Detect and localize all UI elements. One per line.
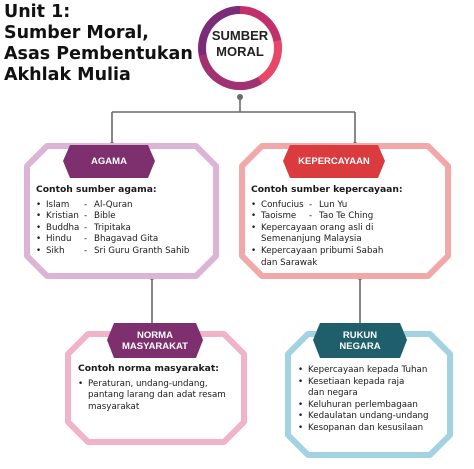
agama-box-border bbox=[24, 143, 219, 279]
list-item-text: Kesetiaan kepada raja dan negara bbox=[308, 376, 405, 399]
hub-label: SUMBER MORAL bbox=[207, 28, 273, 60]
bullet: • bbox=[36, 234, 42, 245]
kepercayaan-heading: Contoh sumber kepercayaan: bbox=[251, 184, 403, 195]
norma-content: Contoh norma masyarakat: • Peraturan, und… bbox=[78, 363, 238, 413]
bullet: • bbox=[251, 211, 257, 222]
kepercayaan-row: • Confucius-Lun Yu bbox=[251, 200, 441, 212]
list-item-text: Kepercayaan orang asli di Semenanjung Ma… bbox=[261, 222, 374, 245]
hub-circle bbox=[198, 6, 282, 91]
belief-name: Taoisme bbox=[261, 211, 297, 222]
kepercayaan-content: Contoh sumber kepercayaan: • Confucius-Lu… bbox=[251, 184, 441, 269]
religion-name: Buddha bbox=[46, 222, 80, 233]
unit-title-line1: Unit 1: bbox=[4, 2, 71, 22]
bullet: • bbox=[36, 211, 42, 222]
bullet: • bbox=[251, 222, 257, 233]
agama-heading: Contoh sumber agama: bbox=[36, 184, 157, 195]
list-item-text: Kepercayaan kepada Tuhan bbox=[308, 365, 428, 375]
religion-name: Islam bbox=[46, 199, 70, 210]
religion-name: Sikh bbox=[46, 245, 65, 256]
agama-tab-label: AGAMA bbox=[91, 156, 127, 167]
dash: - bbox=[84, 245, 88, 256]
norma-tab bbox=[107, 323, 203, 358]
dash: - bbox=[84, 211, 88, 222]
agama-content: Contoh sumber agama: •Islam-Al-Quran •Kr… bbox=[36, 184, 214, 258]
religion-name: Hindu bbox=[46, 234, 72, 245]
bullet: • bbox=[36, 222, 42, 233]
unit-title: Unit 1: Sumber Moral, Asas Pembentukan A… bbox=[4, 2, 193, 86]
hub-label-line1: SUMBER bbox=[211, 28, 269, 43]
kepercayaan-tab bbox=[283, 145, 385, 178]
bullet: • bbox=[251, 199, 257, 210]
list-item: • Kedaulatan undang-undang bbox=[298, 411, 438, 423]
religion-source: Al-Quran bbox=[94, 199, 133, 210]
kepercayaan-box-border bbox=[239, 143, 451, 279]
bullet: • bbox=[36, 245, 42, 256]
list-item: • Kepercayaan pribumi Sabah dan Sarawak bbox=[251, 246, 401, 269]
hub-label-line2: MORAL bbox=[216, 44, 264, 59]
list-item: • Keluhuran perlembagaan bbox=[298, 400, 438, 412]
norma-tab-label-line2: MASYARAKAT bbox=[122, 340, 188, 352]
list-item-text: Kesopanan dan kesusilaan bbox=[308, 422, 424, 433]
bullet: • bbox=[36, 199, 42, 210]
unit-title-line2: Sumber Moral, bbox=[4, 23, 149, 43]
dash: - bbox=[84, 199, 88, 210]
rukun-content: • Kepercayaan kepada Tuhan • Kesetiaan kep… bbox=[298, 365, 448, 435]
rukun-box-border bbox=[285, 331, 453, 458]
connector-lines bbox=[111, 96, 361, 330]
unit-title-line3: Asas Pembentukan bbox=[4, 44, 193, 64]
agama-row: • Sikh -Sri Guru Granth Sahib bbox=[36, 246, 214, 258]
norma-box-border bbox=[65, 331, 247, 445]
rukun-tab bbox=[313, 323, 407, 358]
bullet: • bbox=[251, 245, 257, 256]
list-item: • Peraturan, undang-undang, pantang laran… bbox=[78, 379, 226, 414]
list-item: • Kesopanan dan kesusilaan bbox=[298, 423, 438, 435]
religion-source: Tripitaka bbox=[94, 222, 131, 233]
bullet: • bbox=[298, 376, 304, 387]
bullet: • bbox=[78, 378, 84, 389]
religion-name: Kristian bbox=[46, 211, 79, 222]
religion-source: Bible bbox=[94, 211, 116, 222]
kepercayaan-row: • Taoisme -Tao Te Ching bbox=[251, 211, 441, 223]
religion-source: Bhagavad Gita bbox=[94, 234, 159, 245]
belief-source: Tao Te Ching bbox=[319, 211, 374, 222]
norma-tab-label-line1: NORMA bbox=[137, 329, 173, 341]
bullet: • bbox=[298, 399, 304, 410]
list-item: • Kepercayaan kepada Tuhan bbox=[298, 365, 438, 377]
agama-row: • Islam -Al-Quran bbox=[36, 200, 214, 212]
list-item: • Kepercayaan orang asli di Semenanjung M… bbox=[251, 223, 401, 246]
list-item-text: Peraturan, undang-undang, pantang larang… bbox=[88, 378, 226, 412]
norma-heading: Contoh norma masyarakat: bbox=[78, 363, 219, 374]
dash: - bbox=[309, 199, 313, 210]
rukun-tab-label-line1: RUKUN bbox=[342, 329, 378, 341]
list-item-text: Keluhuran perlembagaan bbox=[308, 399, 418, 410]
list-item-text: Kepercayaan pribumi Sabah dan Sarawak bbox=[261, 245, 384, 268]
dash: - bbox=[84, 222, 88, 233]
norma-tab-label: NORMA MASYARAKAT bbox=[107, 323, 203, 358]
bullet: • bbox=[298, 411, 304, 422]
dash: - bbox=[84, 234, 88, 245]
bullet: • bbox=[298, 365, 304, 375]
dash: - bbox=[309, 211, 313, 222]
agama-row: • Hindu -Bhagavad Gita bbox=[36, 234, 214, 246]
belief-source: Lun Yu bbox=[319, 199, 348, 210]
religion-source: Sri Guru Granth Sahib bbox=[94, 245, 190, 256]
belief-name: Confucius bbox=[261, 199, 304, 210]
agama-row: • Buddha-Tripitaka bbox=[36, 223, 214, 235]
rukun-tab-label: RUKUN NEGARA bbox=[313, 323, 407, 358]
unit-title-line4: Akhlak Mulia bbox=[4, 65, 131, 85]
agama-tab bbox=[63, 145, 155, 178]
kepercayaan-tab-label: KEPERCAYAAN bbox=[298, 156, 370, 167]
list-item-text: Kedaulatan undang-undang bbox=[308, 411, 429, 422]
agama-row: • Kristian-Bible bbox=[36, 211, 214, 223]
bullet: • bbox=[298, 422, 304, 433]
rukun-tab-label-line2: NEGARA bbox=[339, 340, 381, 352]
list-item: • Kesetiaan kepada raja dan negara bbox=[298, 377, 422, 400]
